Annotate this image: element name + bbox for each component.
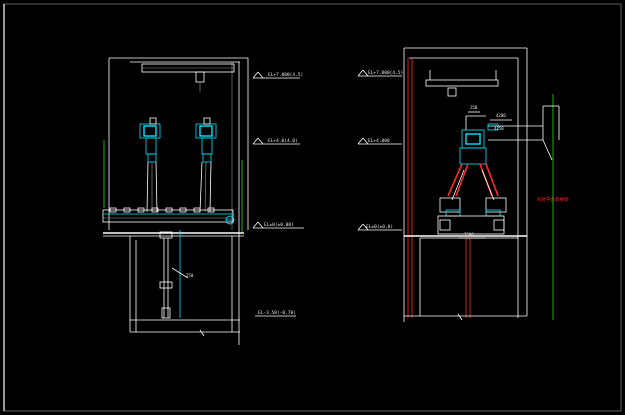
left-level-base: EL-3.50(-0.70): [258, 310, 296, 316]
right-dim-top: 250: [470, 105, 478, 110]
right-level-mid: EL+4.000: [368, 138, 390, 144]
right-level-floor: EL±0(±0.0): [366, 224, 393, 230]
left-level-markers: EL+7.000(4.5) EL+4.0(4.0) EL±0(±0.00) EL…: [186, 71, 304, 317]
right-level-top: EL+7.000(4.5): [368, 70, 403, 76]
right-side-note: 检修平台及楼梯: [537, 196, 569, 203]
right-level-markers: EL+7.000(4.5) EL+4.000 EL±0(±0.0): [357, 69, 403, 231]
left-level-mid: EL+4.0(4.0): [268, 138, 298, 144]
right-dim-right: 4200: [496, 113, 506, 118]
left-level-floor: EL±0(±0.00): [264, 222, 294, 228]
left-conveyor: [102, 207, 235, 225]
drawing-border: [3, 3, 622, 412]
left-robot-2: [195, 117, 217, 213]
right-dimensions: 250 4200 4250 3500: [458, 105, 512, 239]
right-robot: [437, 115, 507, 235]
right-dim-small: 4250: [494, 126, 504, 131]
left-elevation-view: EL+7.000(4.5) EL+4.0(4.0) EL±0(±0.00) EL…: [102, 57, 304, 345]
left-level-top: EL+7.000(4.5): [268, 72, 303, 78]
right-elevation-view: EL+7.000(4.5) EL+4.000 EL±0(±0.0) 250 42…: [357, 47, 569, 322]
left-robot-1: [139, 117, 161, 213]
left-callout-label: 250: [186, 273, 194, 278]
right-dim-bottom: 3500: [464, 232, 474, 237]
